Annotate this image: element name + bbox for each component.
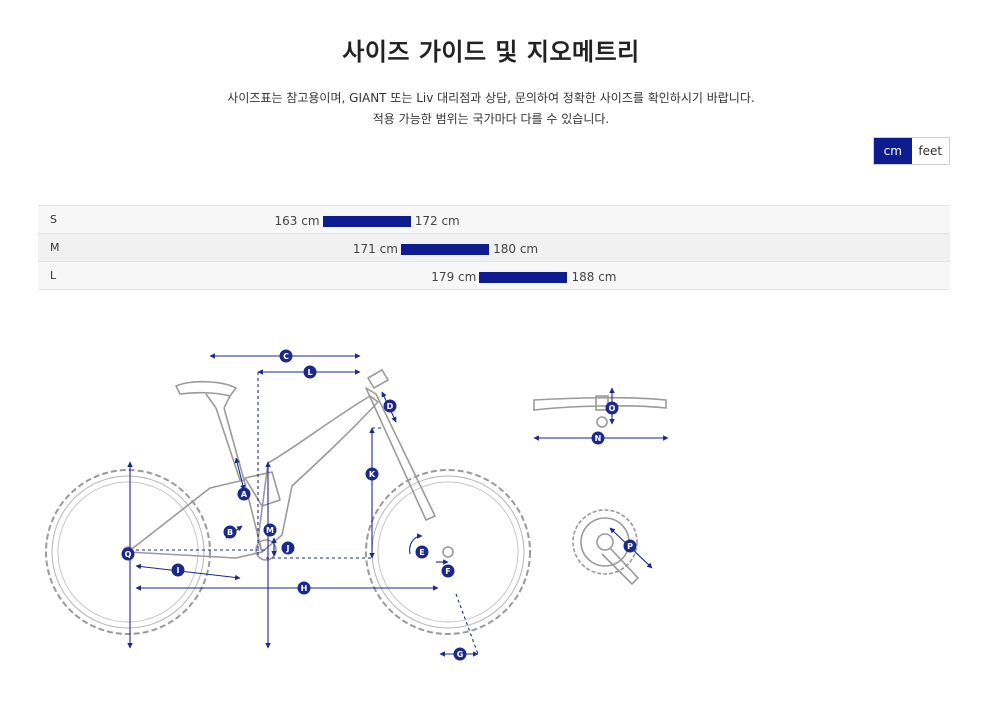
size-max-value: 188 cm [571, 270, 617, 284]
unit-toggle: cm feet [873, 137, 950, 165]
page-title: 사이즈 가이드 및 지오메트리 [342, 38, 640, 66]
size-max-value: 172 cm [414, 214, 460, 228]
badge-g-text: G [457, 650, 464, 659]
badge-n: N [591, 431, 605, 445]
intro-text: 사이즈표는 참고용이며, GIANT 또는 Liv 대리점과 상담, 문의하여 … [0, 88, 982, 130]
badge-h-text: H [301, 584, 308, 593]
badge-m-text: M [266, 526, 274, 535]
badge-l-text: L [307, 368, 312, 377]
size-row-m: M 171 cm 180 cm [38, 234, 950, 262]
badge-f: F [441, 564, 455, 578]
size-min-value: 171 cm [352, 242, 398, 256]
size-label: S [50, 213, 57, 226]
size-chart: S 163 cm 172 cm M 171 cm 180 cm L 179 cm… [38, 205, 950, 290]
unit-feet-button[interactable]: feet [911, 138, 949, 164]
badge-k: K [365, 467, 379, 481]
badge-p-text: P [627, 542, 633, 551]
size-row-s: S 163 cm 172 cm [38, 206, 950, 234]
size-row-l: L 179 cm 188 cm [38, 262, 950, 290]
badge-c: C [279, 349, 293, 363]
size-range-bar [400, 244, 490, 255]
badge-b: B [223, 525, 237, 539]
front-wheel [365, 469, 531, 635]
bike-frame [122, 369, 454, 561]
size-max-value: 180 cm [493, 242, 539, 256]
badge-h: H [297, 581, 311, 595]
badge-b-text: B [227, 528, 233, 537]
badge-i-text: I [177, 566, 180, 575]
badge-f-text: F [445, 567, 450, 576]
badge-q-text: Q [125, 550, 132, 559]
size-min-value: 179 cm [431, 270, 477, 284]
badge-m: M [263, 523, 277, 537]
badge-d-text: D [387, 402, 394, 411]
intro-line-1: 사이즈표는 참고용이며, GIANT 또는 Liv 대리점과 상담, 문의하여 … [227, 91, 755, 105]
badge-d: D [383, 399, 397, 413]
badge-p: P [623, 539, 637, 553]
bike-geometry-diagram: A B C D E F G H I J K L M Q O N P [45, 349, 669, 661]
badge-o-text: O [609, 404, 616, 413]
badge-j: J [281, 541, 295, 555]
badge-o: O [605, 401, 619, 415]
badge-n-text: N [595, 434, 602, 443]
size-range-bar [479, 272, 568, 283]
size-range-bar [322, 216, 411, 227]
size-label: M [50, 241, 60, 254]
size-label: L [50, 269, 57, 282]
badge-j-text: J [286, 544, 290, 553]
badge-a-text: A [241, 490, 248, 499]
badge-k-text: K [369, 470, 376, 479]
badge-i: I [171, 563, 185, 577]
intro-line-2: 적용 가능한 범위는 국가마다 다를 수 있습니다. [372, 112, 610, 126]
badge-a: A [237, 487, 251, 501]
size-min-value: 163 cm [274, 214, 320, 228]
unit-cm-button[interactable]: cm [874, 138, 912, 164]
badge-g: G [453, 647, 467, 661]
badge-e-text: E [419, 548, 424, 557]
badge-l: L [303, 365, 317, 379]
dimension-badges: A B C D E F G H I J K L M Q O N P [121, 349, 637, 661]
badge-e: E [415, 545, 429, 559]
handlebar-diagram [533, 395, 667, 428]
badge-c-text: C [283, 352, 289, 361]
badge-q: Q [121, 547, 135, 561]
